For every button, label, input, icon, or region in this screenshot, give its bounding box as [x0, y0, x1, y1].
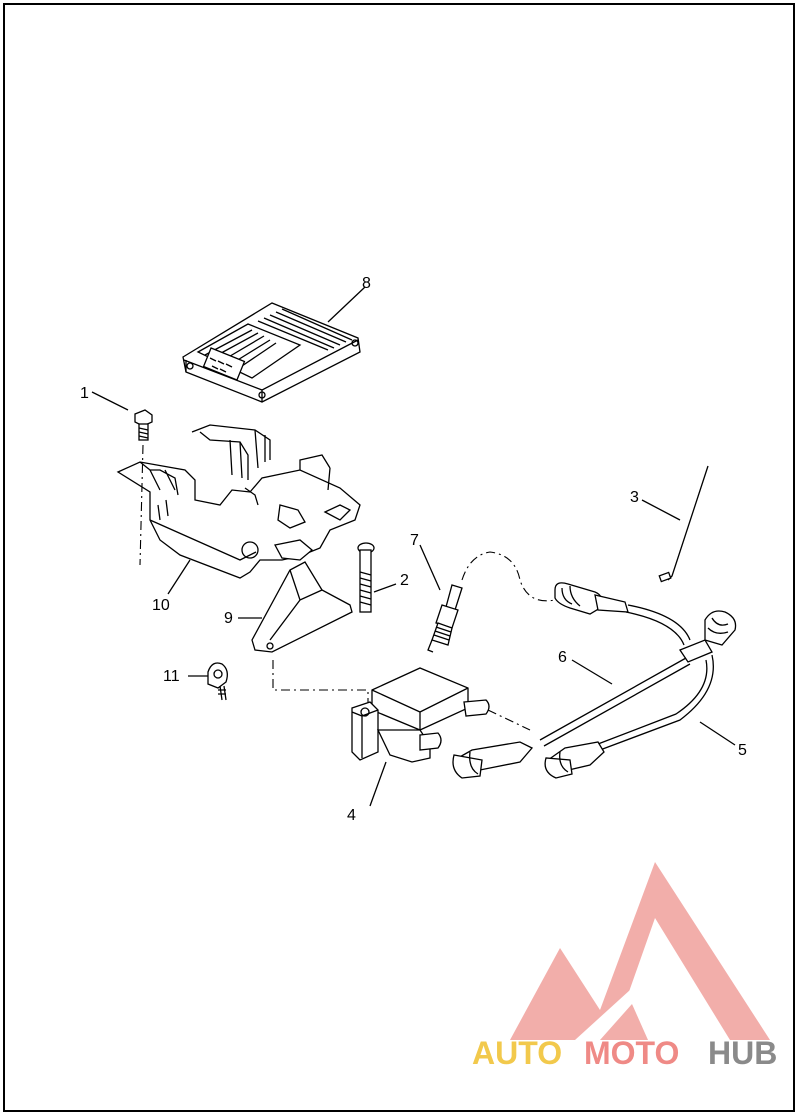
screw: [134, 409, 153, 566]
callout-11: 11: [163, 668, 180, 685]
ignition-coil: [351, 667, 531, 763]
logo-mark-icon: [510, 862, 770, 1040]
callout-8: 8: [362, 275, 371, 292]
cable-tie: [658, 465, 709, 583]
spark-plug: [427, 584, 463, 653]
coil-bracket: [251, 539, 353, 653]
mounting-bracket: [116, 424, 361, 579]
leader-lines: [91, 286, 736, 807]
callout-1: 1: [80, 385, 89, 402]
callout-10: 10: [152, 597, 170, 614]
watermark-auto: AUTO: [472, 1035, 562, 1071]
callout-labels: 1 2 3 4 5 6 7 8 9 10 11: [80, 275, 747, 824]
watermark-hub: HUB: [708, 1035, 777, 1071]
spark-plug-wires: [452, 582, 737, 779]
callout-3: 3: [630, 489, 639, 506]
callout-7: 7: [410, 532, 419, 549]
callout-4: 4: [347, 807, 356, 824]
callout-5: 5: [738, 742, 747, 759]
wire-clip: [207, 662, 228, 701]
watermark-text: AUTO MOTO HUB: [472, 1035, 777, 1071]
watermark-moto: MOTO: [584, 1035, 679, 1071]
callout-6: 6: [558, 649, 567, 666]
watermark-logo: [510, 862, 770, 1040]
ecm-module: [182, 302, 361, 403]
callout-9: 9: [224, 610, 233, 627]
long-bolt: [357, 542, 375, 613]
callout-2: 2: [400, 572, 409, 589]
